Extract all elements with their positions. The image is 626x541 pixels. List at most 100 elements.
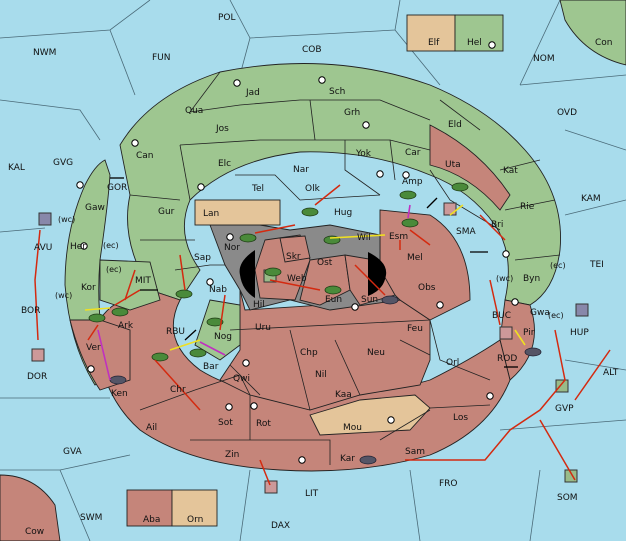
label-orn: Orn: [187, 515, 203, 525]
label-swm: SWM: [80, 513, 102, 523]
label-nab: Nab: [209, 285, 227, 295]
label-ec-gwa: (ec): [548, 311, 564, 320]
label-chp: Chp: [300, 348, 318, 358]
label-kar: Kar: [340, 454, 355, 464]
label-nor: Nor: [224, 243, 240, 253]
label-ver: Ver: [86, 343, 101, 353]
label-car: Car: [405, 148, 421, 158]
label-ail: Ail: [146, 423, 157, 433]
fleet-buc: [499, 326, 513, 340]
fleet-sma: [443, 202, 457, 216]
label-los: Los: [453, 413, 468, 423]
label-con: Con: [595, 38, 613, 48]
territory-cow[interactable]: [0, 474, 61, 541]
label-ec-kor: (ec): [106, 265, 122, 274]
label-kat: Kat: [503, 166, 518, 176]
label-pir: Pir: [523, 328, 535, 338]
label-chr: Chr: [170, 385, 186, 395]
label-avu: AVU: [34, 243, 52, 253]
label-kor: Kor: [81, 283, 96, 293]
label-ec-byn: (ec): [550, 261, 566, 270]
label-lan: Lan: [203, 209, 219, 219]
label-feu: Feu: [407, 324, 423, 334]
label-sap: Sap: [194, 253, 211, 263]
label-mou: Mou: [343, 423, 362, 433]
label-cob: COB: [302, 45, 322, 55]
units: [31, 182, 589, 494]
label-ovd: OVD: [557, 108, 577, 118]
fleet-hup: [575, 303, 589, 317]
territory-skr[interactable]: [279, 235, 311, 263]
label-ken: Ken: [111, 389, 128, 399]
territory-uta-bri[interactable]: [429, 124, 511, 211]
label-neu: Neu: [367, 348, 385, 358]
label-elf: Elf: [428, 38, 440, 48]
label-skr: Skr: [286, 252, 301, 262]
label-hup: HUP: [570, 328, 589, 338]
channel-markers: [110, 177, 518, 368]
territory-ken[interactable]: [69, 319, 131, 391]
label-can: Can: [136, 151, 154, 161]
label-web: Web: [287, 274, 307, 284]
label-orl: Orl: [446, 358, 459, 368]
label-jos: Jos: [215, 124, 229, 134]
order-arrows: [34, 184, 611, 486]
label-lit: LIT: [305, 489, 319, 499]
label-nar: Nar: [293, 165, 309, 175]
label-amp: Amp: [402, 177, 423, 187]
label-alt: ALT: [603, 368, 619, 378]
label-dor: DOR: [27, 372, 47, 382]
label-gvg: GVG: [53, 158, 73, 168]
label-qwi: Qwi: [233, 374, 250, 384]
label-kaa: Kaa: [335, 390, 352, 400]
fleet-avu: [38, 212, 52, 226]
territory-lan[interactable]: [194, 199, 281, 226]
label-wc-kor: (wc): [55, 291, 72, 300]
label-jad: Jad: [245, 88, 260, 98]
fleet-lit: [264, 480, 278, 494]
label-mel: Mel: [407, 253, 423, 263]
label-sma: SMA: [456, 227, 476, 237]
label-grh: Grh: [344, 108, 360, 118]
label-rot: Rot: [256, 419, 271, 429]
labels: POL NWM FUN COB NOM Con OVD KAL GVG KAM …: [8, 13, 619, 537]
label-gur: Gur: [158, 207, 175, 217]
label-gwa: Gwa: [530, 308, 550, 318]
label-kal: KAL: [8, 163, 25, 173]
label-her: Her: [70, 242, 86, 252]
blocker-east: [368, 252, 387, 296]
label-nwm: NWM: [33, 48, 56, 58]
label-ec-her: (ec): [103, 241, 119, 250]
label-sch: Sch: [329, 87, 345, 97]
label-esm: Esm: [389, 232, 408, 242]
label-hug: Hug: [334, 208, 352, 218]
label-obs: Obs: [418, 283, 436, 293]
label-gor: GOR: [107, 183, 127, 193]
label-bor: BOR: [21, 306, 40, 316]
label-rbu: RBU: [166, 327, 185, 337]
label-bar: Bar: [203, 362, 219, 372]
label-rod: ROD: [497, 354, 517, 364]
label-gva: GVA: [63, 447, 83, 457]
label-uru: Uru: [255, 323, 271, 333]
label-hel: Hel: [467, 38, 482, 48]
province-borders: [129, 71, 561, 465]
label-ost: Ost: [317, 258, 333, 268]
label-mit: MIT: [135, 276, 151, 286]
label-cow: Cow: [25, 527, 44, 537]
label-zin: Zin: [225, 450, 239, 460]
label-tei: TEI: [589, 260, 604, 270]
label-bri: Bri: [491, 220, 503, 230]
blocker-west: [239, 250, 255, 298]
label-yok: Yok: [355, 149, 372, 159]
label-sun: Sun: [361, 295, 378, 305]
label-fun: FUN: [152, 53, 171, 63]
label-byn: Byn: [523, 274, 540, 284]
label-ark: Ark: [118, 321, 134, 331]
label-wc-avu: (wc): [58, 215, 75, 224]
label-tel: Tel: [251, 184, 264, 194]
territory-orn[interactable]: [171, 489, 218, 527]
